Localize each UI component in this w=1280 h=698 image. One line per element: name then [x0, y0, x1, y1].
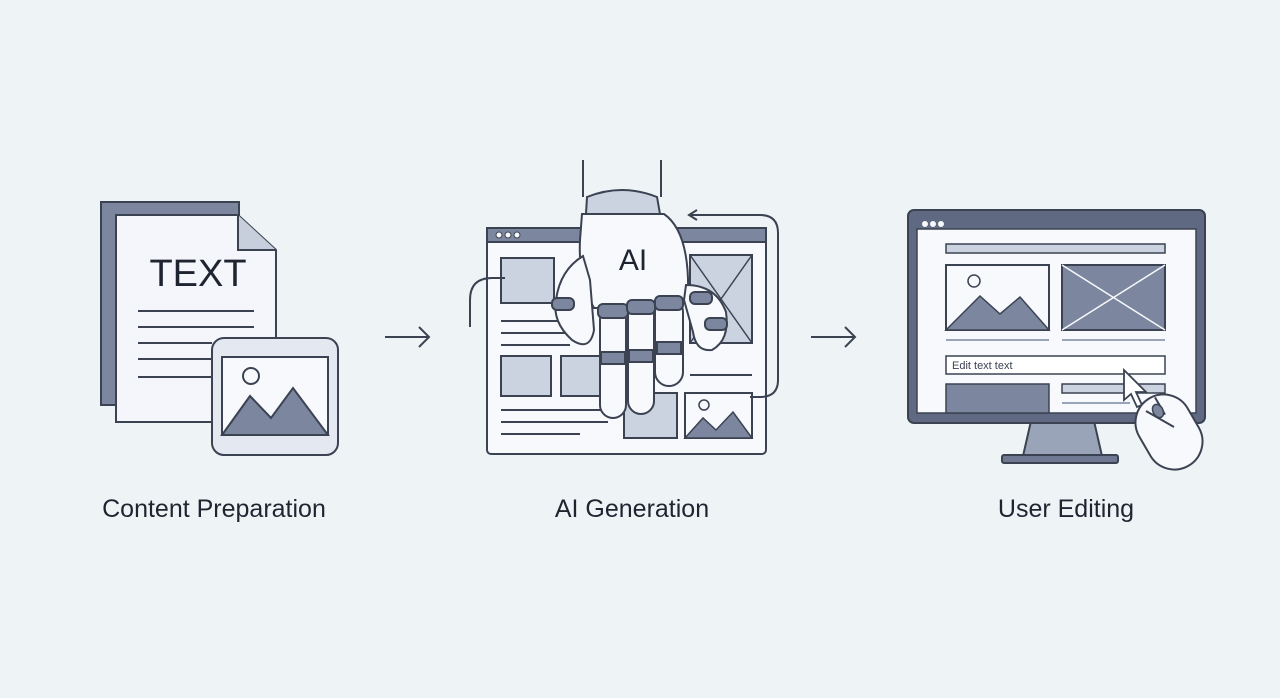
- content-bar: [1061, 383, 1166, 394]
- edit-text-field-value: Edit text text: [952, 360, 1013, 372]
- window-dots: [495, 231, 521, 239]
- mountains-shape: [220, 386, 330, 436]
- computer-mouse-icon: [1134, 393, 1204, 471]
- page-fold-shape: [237, 215, 276, 251]
- motion-arc-left: [469, 277, 505, 327]
- monitor-stand: [1021, 420, 1104, 457]
- page-text-lines: [501, 320, 752, 435]
- mouse-pointer-icon: [1123, 367, 1149, 409]
- sun-circle: [242, 367, 260, 385]
- header-bar: [945, 243, 1166, 254]
- step-label-content-preparation: Content Preparation: [102, 495, 326, 523]
- placeholder-block: [500, 257, 555, 304]
- step-label-ai-generation: AI Generation: [554, 495, 710, 523]
- motion-arc-right: [690, 214, 779, 398]
- right-arrow-icon: [811, 326, 857, 348]
- content-block: [560, 355, 602, 397]
- edit-text-field[interactable]: [945, 355, 1166, 375]
- step-label-user-editing: User Editing: [997, 495, 1135, 523]
- right-arrow-icon: [385, 326, 431, 348]
- content-block: [500, 355, 552, 397]
- monitor-base: [1001, 454, 1119, 464]
- content-block: [945, 383, 1050, 414]
- ai-badge: AI: [619, 244, 647, 277]
- robot-hand-building-page-icon: AI: [469, 160, 779, 455]
- monitor-with-editor-icon: Edit text text: [907, 209, 1206, 471]
- doc-text-lines: [138, 310, 254, 378]
- robot-arm: [551, 160, 728, 419]
- window-dots: [922, 221, 944, 227]
- document-with-image-icon: TEXT: [100, 201, 339, 456]
- doc-heading: TEXT: [149, 253, 246, 295]
